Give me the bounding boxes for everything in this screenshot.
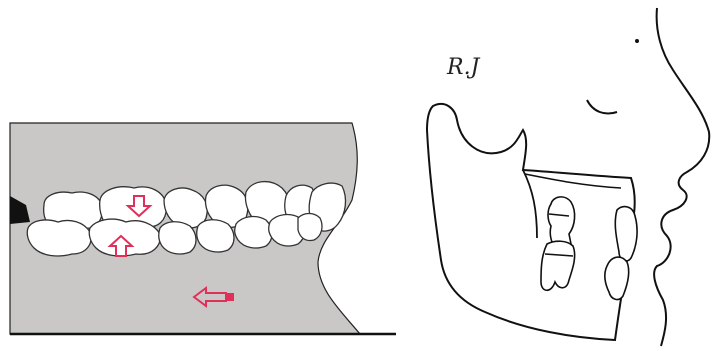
mandible-outline <box>427 104 635 340</box>
lower-tooth-canine <box>235 217 272 248</box>
lip-curve <box>587 100 617 114</box>
incisor-tooth <box>605 207 637 300</box>
dental-arch-svg <box>0 0 400 347</box>
lower-tooth-premolar-1 <box>159 222 196 254</box>
ramus-curve <box>523 170 537 238</box>
handwritten-annotation: R.J <box>446 55 481 80</box>
lower-tooth-molar-1 <box>27 220 91 256</box>
mandible-profile-drawing: R.J <box>405 0 716 347</box>
mandible-profile-svg: R.J <box>405 0 716 347</box>
eye-dot <box>635 39 639 43</box>
dental-arch-diagram <box>0 0 400 347</box>
lower-tooth-molar-2 <box>89 219 160 256</box>
face-profile-line <box>654 8 709 346</box>
molar-tooth <box>541 197 575 290</box>
lower-tooth-premolar-2 <box>197 220 234 252</box>
lower-tooth-incisor-2 <box>298 214 322 241</box>
